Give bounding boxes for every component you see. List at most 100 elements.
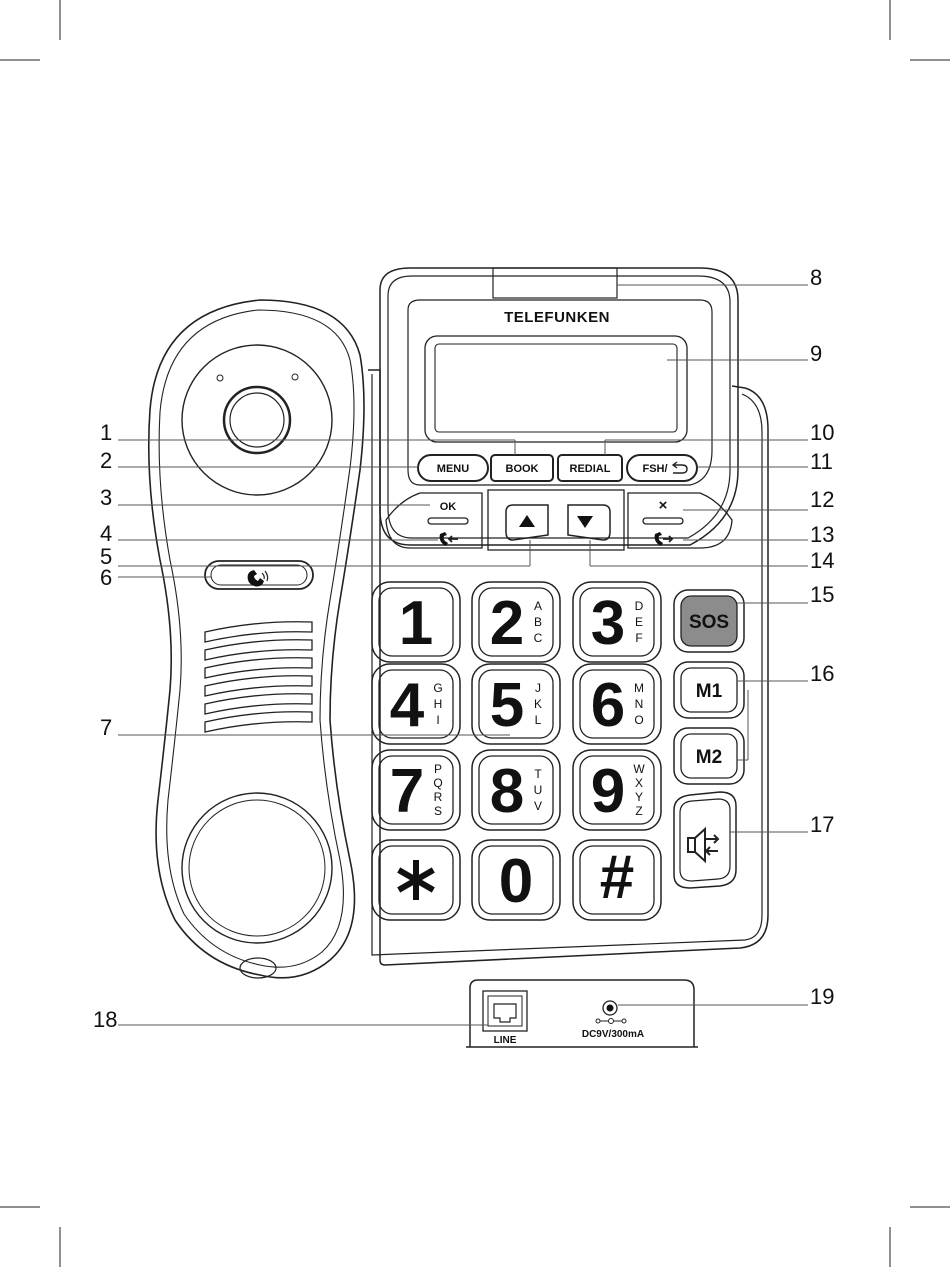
function-button-row: MENU BOOK REDIAL FSH/ [418, 455, 697, 481]
return-arrow-icon [673, 462, 687, 473]
key-letter: I [436, 713, 439, 727]
key-letter: L [535, 713, 542, 727]
call-incoming-icon[interactable] [440, 532, 458, 546]
callout-9: 9 [810, 341, 822, 366]
handset-wave-icon [248, 570, 268, 586]
callout-14: 14 [810, 548, 834, 573]
key-digit: * [404, 847, 429, 916]
speaker-icon [688, 829, 718, 861]
key-digit: 4 [390, 671, 425, 740]
sos-label: SOS [689, 612, 729, 633]
callout-19: 19 [810, 984, 834, 1009]
key-letter: B [534, 615, 542, 629]
display-housing: TELEFUNKEN [380, 268, 738, 545]
side-buttons: SOS M1 M2 [674, 590, 744, 888]
key-letter: R [434, 790, 443, 804]
callout-15: 15 [810, 582, 834, 607]
key-hash[interactable]: # [573, 840, 661, 920]
key-letter: N [635, 697, 644, 711]
flash-label: FSH/ [642, 463, 667, 475]
key-letter: Q [433, 776, 442, 790]
key-digit: # [600, 843, 634, 912]
menu-button[interactable]: MENU [418, 455, 488, 481]
key-1[interactable]: 1 [372, 582, 460, 662]
arrow-up-icon [519, 515, 535, 527]
key-digit: 0 [499, 847, 533, 916]
down-button[interactable] [568, 505, 610, 540]
key-letter: A [534, 599, 542, 613]
handset [149, 300, 364, 978]
callout-16: 16 [810, 661, 834, 686]
lcd-screen-outer [425, 336, 687, 442]
callout-1: 1 [100, 420, 112, 445]
m1-button[interactable]: M1 [674, 662, 744, 718]
key-letter: T [534, 767, 542, 781]
display-panel [408, 300, 712, 485]
flash-button[interactable]: FSH/ [627, 455, 697, 481]
callout-13: 13 [810, 522, 834, 547]
callout-10: 10 [810, 420, 834, 445]
key-letter: H [434, 697, 443, 711]
dc-jack-icon[interactable] [596, 1001, 626, 1024]
redial-button[interactable]: REDIAL [558, 455, 622, 481]
key-digit: 5 [490, 671, 524, 740]
key-star[interactable]: * [372, 840, 460, 920]
key-digit: 1 [399, 589, 433, 658]
book-button[interactable]: BOOK [491, 455, 553, 481]
callout-8: 8 [810, 265, 822, 290]
mouthpiece [182, 793, 332, 943]
speaker-grill [205, 622, 312, 732]
m2-label: M2 [696, 747, 722, 768]
m2-button[interactable]: M2 [674, 728, 744, 784]
book-label: BOOK [506, 463, 539, 475]
key-letter: M [634, 681, 644, 695]
sos-button[interactable]: SOS [674, 590, 744, 652]
rj11-jack-icon[interactable] [483, 991, 527, 1031]
key-digit: 9 [591, 757, 625, 826]
key-letter: G [433, 681, 442, 695]
key-0[interactable]: 0 [472, 840, 560, 920]
handset-cradle-hook [493, 268, 617, 298]
key-letter: O [634, 713, 643, 727]
ok-button[interactable]: OK [428, 501, 468, 524]
up-button[interactable] [506, 505, 548, 540]
cancel-label: × [659, 497, 668, 514]
brand-logo: TELEFUNKEN [504, 309, 610, 326]
key-letter: Z [635, 804, 642, 818]
key-letter: F [635, 631, 642, 645]
line-port-label: LINE [494, 1035, 517, 1046]
cancel-button[interactable]: × [643, 497, 683, 524]
key-digit: 8 [490, 757, 524, 826]
callout-leaders [118, 285, 808, 1025]
power-port-label: DC9V/300mA [582, 1029, 644, 1040]
key-letter: S [434, 804, 442, 818]
redial-label: REDIAL [570, 463, 611, 475]
speakerphone-button[interactable] [674, 792, 736, 888]
key-digit: 3 [591, 589, 625, 658]
callout-2: 2 [100, 448, 112, 473]
key-letter: V [534, 799, 542, 813]
call-outgoing-icon[interactable] [655, 532, 672, 546]
key-letter: K [534, 697, 542, 711]
key-digit: 2 [490, 589, 524, 658]
callout-18: 18 [93, 1007, 117, 1032]
earpiece-ring [182, 345, 332, 495]
callout-12: 12 [810, 487, 834, 512]
key-digit: 6 [591, 671, 625, 740]
m1-label: M1 [696, 681, 723, 702]
arrow-down-icon [577, 516, 593, 528]
menu-label: MENU [437, 463, 469, 475]
callout-17: 17 [810, 812, 834, 837]
